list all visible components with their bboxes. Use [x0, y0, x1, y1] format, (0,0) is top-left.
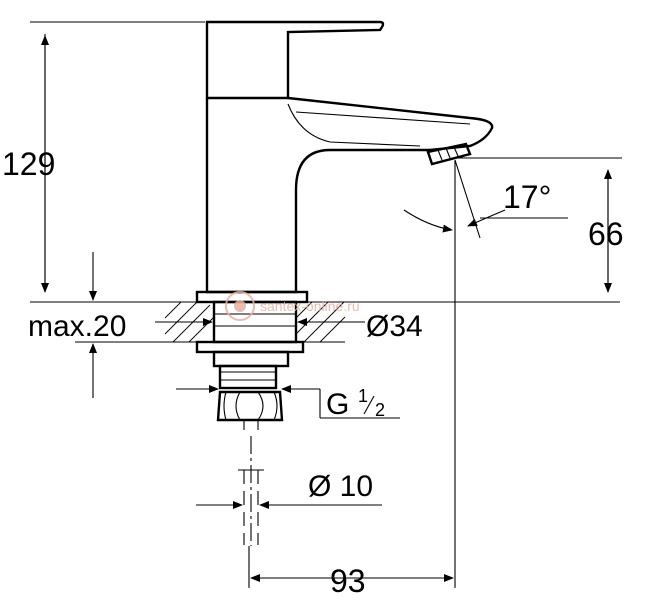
watermark: santex-online.ru [225, 291, 360, 321]
label-thread-den: 2 [375, 400, 385, 420]
washer [195, 340, 305, 354]
dimension-diameter-10: Ø 10 [196, 470, 382, 509]
label-thread-num: 1 [358, 386, 368, 406]
label-17-degrees: 17° [503, 179, 551, 215]
dimension-66: 66 [458, 157, 624, 293]
label-129: 129 [2, 146, 55, 182]
dimension-diameter-34: Ø34 [155, 310, 423, 343]
dimension-thread: G 1 2 [176, 385, 400, 421]
label-max-20: max.20 [28, 310, 126, 343]
faucet-body [195, 20, 494, 304]
dimension-93: 93 [250, 563, 454, 599]
dimension-angle: 17° [403, 159, 568, 239]
watermark-text: santex-online.ru [260, 298, 360, 314]
aerator [426, 142, 472, 166]
spout-inner-line [295, 111, 471, 125]
label-thread-g: G [326, 388, 349, 421]
watermark-logo-icon [225, 291, 255, 321]
spout-inner-curve [287, 103, 421, 147]
centre-lines [248, 160, 456, 588]
dimension-129: 129 [2, 21, 620, 303]
fixing-assembly [195, 300, 305, 545]
shank [218, 364, 278, 390]
body-column [205, 98, 430, 294]
connector-nut [216, 390, 284, 422]
lever-handle [205, 20, 385, 100]
label-93: 93 [330, 563, 366, 599]
spout [287, 96, 494, 152]
label-diameter-10: Ø 10 [308, 470, 373, 503]
label-diameter-34: Ø34 [366, 310, 423, 343]
nut [212, 350, 290, 368]
dimension-max-20: max.20 [28, 252, 165, 398]
label-66: 66 [588, 216, 624, 252]
